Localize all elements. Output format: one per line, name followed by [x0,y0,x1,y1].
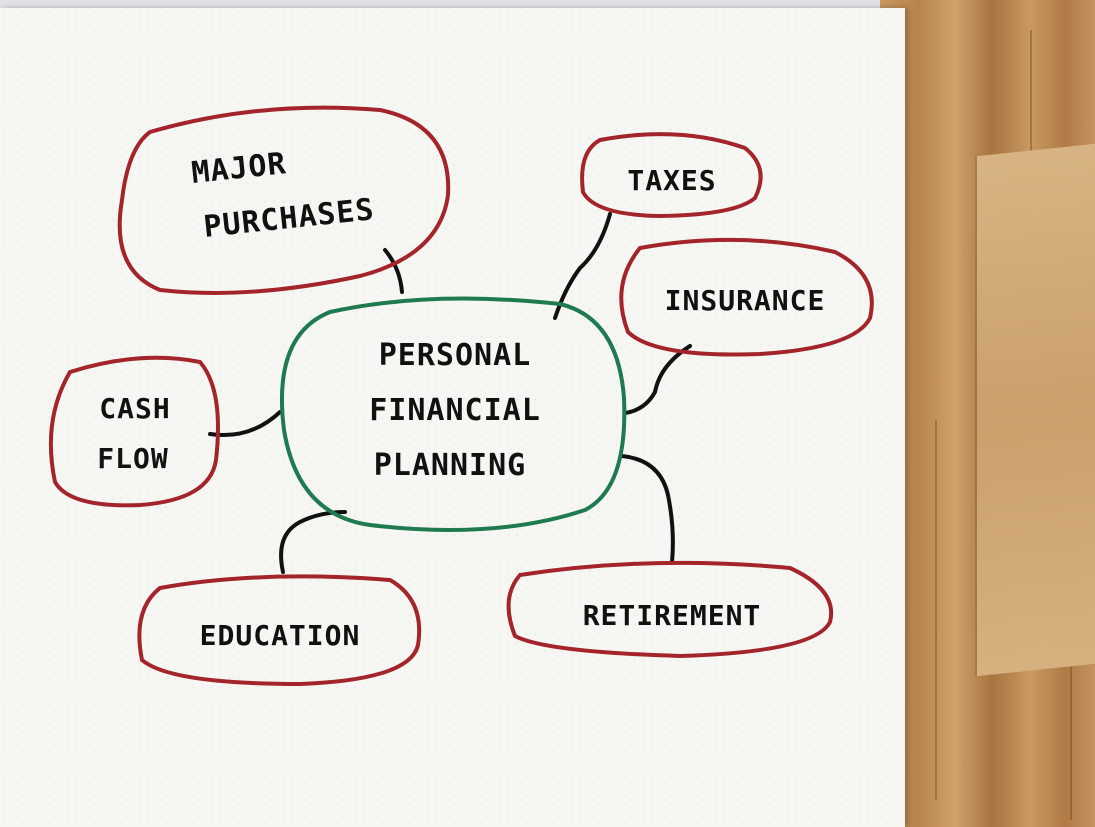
outer-node-outlines [48,105,874,687]
connector-cash-flow [208,410,282,437]
cash-flow-line-1: CASH [99,392,170,425]
major-purchases-line-2: PURCHASES [202,192,376,245]
connector-major-purchases [383,248,404,294]
center-node-line-3: PLANNING [374,448,527,483]
connector-taxes [553,212,612,320]
cash-flow-outline [48,355,220,508]
top-border [0,0,1095,8]
connector-education [279,510,347,574]
center-node-line-1: PERSONAL [379,338,532,373]
major-purchases-outline [117,105,451,295]
napkin [0,8,905,827]
taxes-label: TAXES [627,164,716,197]
major-purchases-line-1: MAJOR [190,146,288,191]
connector-insurance [623,344,692,415]
retirement-label: RETIREMENT [583,599,762,632]
education-outline [137,574,422,687]
education-label: EDUCATION [200,619,361,652]
taxes-outline [580,132,763,219]
cash-flow-line-2: FLOW [97,442,168,475]
connector-retirement [620,454,675,564]
retirement-outline [506,560,834,659]
insurance-outline [619,237,874,357]
center-node: PERSONAL FINANCIAL PLANNING [279,296,627,532]
insurance-label: INSURANCE [665,284,826,317]
center-node-line-2: FINANCIAL [369,393,541,428]
center-node-outline [279,296,627,532]
